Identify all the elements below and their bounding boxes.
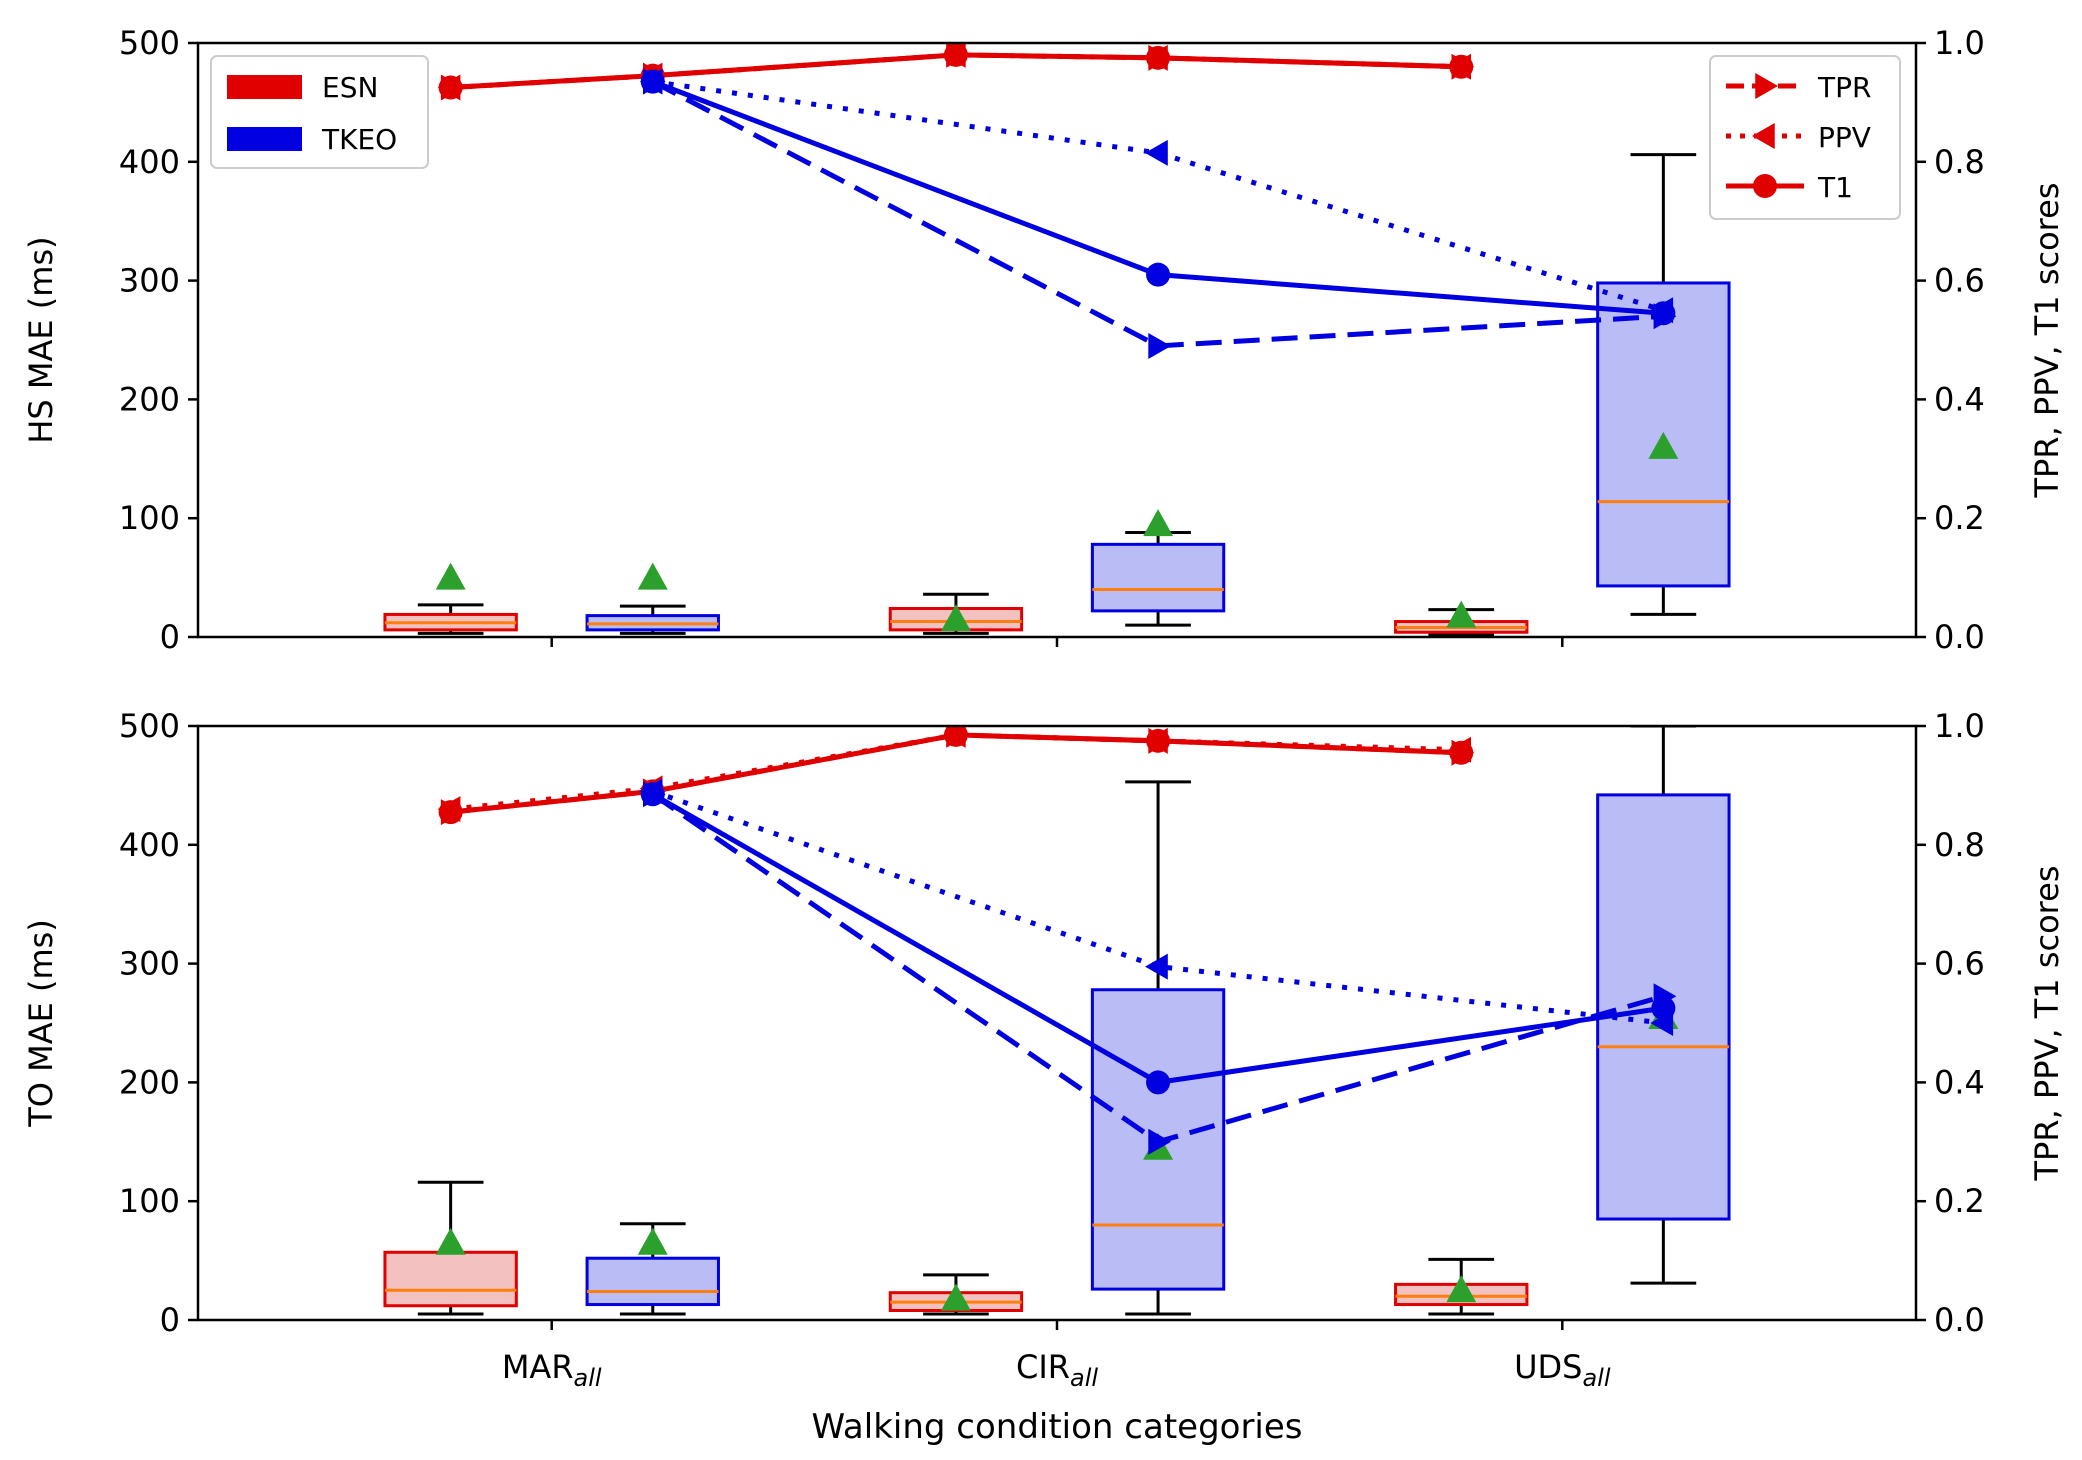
marker-t1 — [438, 75, 463, 100]
y2tick-label: 1.0 — [1934, 707, 1985, 745]
y2tick-label: 0.8 — [1934, 826, 1985, 864]
xtick-label: MARall — [502, 1348, 602, 1392]
marker-t1 — [1146, 262, 1171, 287]
legend-swatch-esn — [227, 75, 302, 99]
marker-t1 — [1449, 740, 1474, 765]
marker-t1 — [1651, 996, 1676, 1021]
legend-label: ESN — [322, 71, 378, 104]
marker-tpr — [1148, 332, 1172, 359]
ytick-label: 0 — [160, 1301, 180, 1339]
box-mean-marker — [435, 562, 466, 590]
y2tick-label: 1.0 — [1934, 24, 1985, 62]
xtick-label: CIRall — [1016, 1348, 1098, 1392]
marker-t1 — [1146, 45, 1171, 70]
ytick-label: 200 — [119, 380, 180, 418]
ytick-label: 100 — [119, 499, 180, 537]
legend-metrics: TPR PPV T1 — [1709, 55, 1901, 220]
legend-label: PPV — [1818, 121, 1871, 154]
marker-t1 — [1651, 301, 1676, 326]
y2tick-label: 0.6 — [1934, 945, 1985, 983]
marker-ppv — [1145, 139, 1168, 166]
legend-label: T1 — [1817, 171, 1853, 204]
ylabel: HS MAE (ms) — [22, 236, 60, 443]
box-tkeo — [585, 1256, 720, 1307]
legend-label: TPR — [1817, 71, 1871, 104]
marker-ppv — [1145, 953, 1168, 980]
y2tick-label: 0.8 — [1934, 143, 1985, 181]
box-mean-marker — [435, 1227, 466, 1255]
ytick-label: 400 — [119, 143, 180, 181]
ylabel: TO MAE (ms) — [22, 919, 60, 1128]
y2tick-label: 0.4 — [1934, 1063, 1985, 1101]
ytick-label: 300 — [119, 262, 180, 300]
ytick-label: 100 — [119, 1182, 180, 1220]
ytick-label: 500 — [119, 24, 180, 62]
box-tkeo — [1090, 542, 1226, 613]
legend-label: TKEO — [321, 123, 397, 156]
ytick-label: 0 — [160, 618, 180, 656]
box-mean-marker — [1446, 1275, 1477, 1303]
ytick-label: 200 — [119, 1063, 180, 1101]
score-lines — [437, 726, 1677, 1155]
marker-t1 — [640, 69, 665, 94]
marker-t1 — [1449, 54, 1474, 79]
ytick-label: 400 — [119, 826, 180, 864]
marker-t1 — [943, 43, 968, 67]
legend-marker — [1753, 174, 1777, 198]
marker-t1 — [1146, 728, 1171, 753]
y2label: TPR, PPV, T1 scores — [2028, 866, 2066, 1182]
y2tick-label: 0.2 — [1934, 1182, 1985, 1220]
to-panel: 0 100 200 300 400 500 0.0 0.2 0.4 0.6 0.8 1.0 TO MAE… — [22, 707, 2066, 1339]
box-mean-marker — [1446, 600, 1477, 628]
box-mean-marker — [1648, 431, 1679, 459]
legend-swatch-tkeo — [227, 127, 302, 151]
hs-panel: 0 100 200 300 400 500 0.0 0.2 0.4 0.6 0.8 1.0 HS MAE… — [22, 24, 2066, 656]
xlabel: Walking condition categories — [811, 1407, 1302, 1447]
legend-methods: ESN TKEO — [210, 55, 429, 169]
box-mean-marker — [940, 604, 971, 632]
legend-marker — [1752, 123, 1775, 149]
marker-t1 — [640, 782, 665, 807]
line-tkeo-tpr — [651, 79, 1664, 349]
box-mean-marker — [637, 562, 668, 590]
marker-tpr — [1148, 1128, 1172, 1155]
legend-marker — [1755, 73, 1778, 99]
box-mean-marker — [1143, 509, 1174, 537]
y2tick-label: 0.6 — [1934, 262, 1985, 300]
ytick-label: 300 — [119, 945, 180, 983]
marker-t1 — [943, 726, 968, 747]
score-lines — [437, 43, 1677, 359]
line-tkeo-ppv — [651, 788, 1664, 1026]
y2tick-label: 0.2 — [1934, 499, 1985, 537]
y2tick-label: 0.4 — [1934, 380, 1985, 418]
y2tick-label: 0.0 — [1934, 1301, 1985, 1339]
box-esn — [383, 1250, 518, 1308]
boxplots — [383, 153, 1731, 637]
box-mean-marker — [940, 1283, 971, 1311]
y2tick-label: 0.0 — [1934, 618, 1985, 656]
marker-t1 — [438, 800, 463, 825]
xtick-label: UDSall — [1514, 1348, 1611, 1392]
marker-t1 — [1146, 1070, 1171, 1095]
ytick-label: 500 — [119, 707, 180, 745]
legend-frame — [1709, 55, 1901, 220]
y2label: TPR, PPV, T1 scores — [2028, 183, 2066, 499]
boxplots — [383, 726, 1731, 1316]
box-mean-marker — [637, 1227, 668, 1255]
